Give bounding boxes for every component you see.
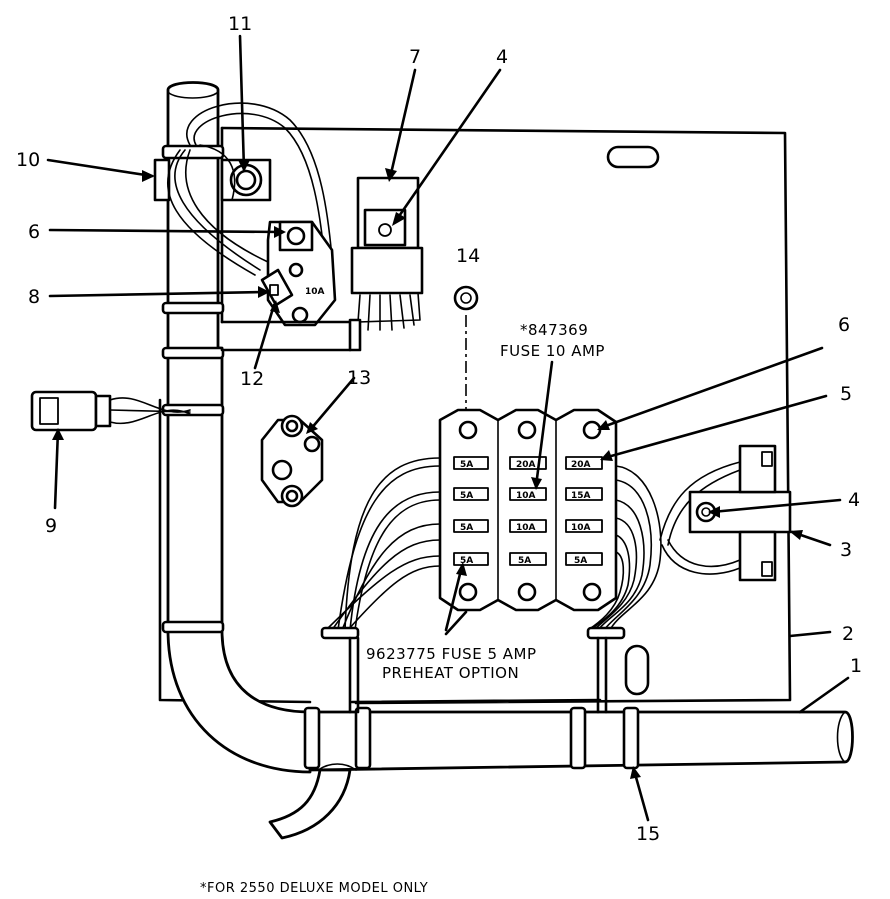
fuse10-description: FUSE 10 AMP: [500, 342, 605, 360]
svg-text:15A: 15A: [571, 491, 591, 501]
fuse-block: 5A 5A 5A 5A 20A 10A 10A 5A 20A 15A 10A 5…: [438, 408, 618, 612]
leader-lines: [46, 34, 850, 822]
callout-6-right: 6: [838, 314, 850, 336]
callout-12: 12: [240, 368, 264, 390]
terminal-bracket: [688, 444, 792, 582]
upper-wire-loops: [166, 102, 336, 301]
fuse-col-1: 5A 5A 5A 5A: [453, 456, 489, 566]
svg-text:5A: 5A: [518, 556, 531, 566]
fuse-notes: *847369 FUSE 10 AMP 9623775 FUSE 5 AMP P…: [200, 321, 605, 896]
callout-3: 3: [840, 539, 852, 561]
circuit-breaker: [260, 414, 324, 508]
callout-labels: 10 11 7 4 6 8 12 13 9 14 6 5 4 3 2 1 15: [16, 13, 862, 845]
callout-2: 2: [842, 623, 854, 645]
svg-text:5A: 5A: [460, 491, 473, 501]
fuse-col-2: 20A 10A 10A 5A: [509, 456, 547, 566]
fuse-wires-right: [586, 461, 741, 714]
footnote: *FOR 2550 DELUXE MODEL ONLY: [200, 881, 428, 896]
svg-text:5A: 5A: [460, 460, 473, 470]
svg-text:20A: 20A: [516, 460, 536, 470]
relay-fuse-label: 10A: [305, 287, 325, 297]
pipe-clamps: [161, 144, 640, 770]
callout-9: 9: [45, 515, 57, 537]
svg-text:10A: 10A: [516, 491, 536, 501]
svg-text:5A: 5A: [460, 556, 473, 566]
harness-exit: [268, 768, 352, 840]
svg-text:10A: 10A: [571, 523, 591, 533]
callout-5: 5: [840, 383, 852, 405]
mounting-panel: [158, 126, 792, 705]
fuse-col-3: 20A 15A 10A 5A: [565, 456, 603, 566]
callout-8: 8: [28, 286, 40, 308]
relay: [350, 176, 424, 331]
panel-slot-top: [606, 145, 660, 169]
callout-13: 13: [347, 367, 371, 389]
callout-6-left: 6: [28, 221, 40, 243]
callout-11: 11: [228, 13, 252, 35]
callout-7: 7: [409, 46, 421, 68]
fuse10-part-number: *847369: [520, 321, 588, 339]
panel-slot-bottom: [624, 644, 650, 696]
fuse5-option: PREHEAT OPTION: [382, 664, 519, 682]
vertical-pipe: [166, 81, 312, 774]
callout-4-top: 4: [496, 46, 508, 68]
connector: [30, 390, 191, 432]
callout-1: 1: [850, 655, 862, 677]
svg-text:20A: 20A: [571, 460, 591, 470]
washer: [453, 285, 479, 311]
svg-text:10A: 10A: [516, 523, 536, 533]
callout-4-right: 4: [848, 489, 860, 511]
callout-14: 14: [456, 245, 480, 267]
fuse5-description: 9623775 FUSE 5 AMP: [366, 645, 537, 663]
callout-15: 15: [636, 823, 660, 845]
relay-mount: 10A: [260, 220, 337, 327]
fuse-wires-left: [320, 457, 441, 714]
svg-text:5A: 5A: [460, 523, 473, 533]
strap-bracket: [153, 158, 171, 202]
callout-10: 10: [16, 149, 40, 171]
svg-text:5A: 5A: [574, 556, 587, 566]
